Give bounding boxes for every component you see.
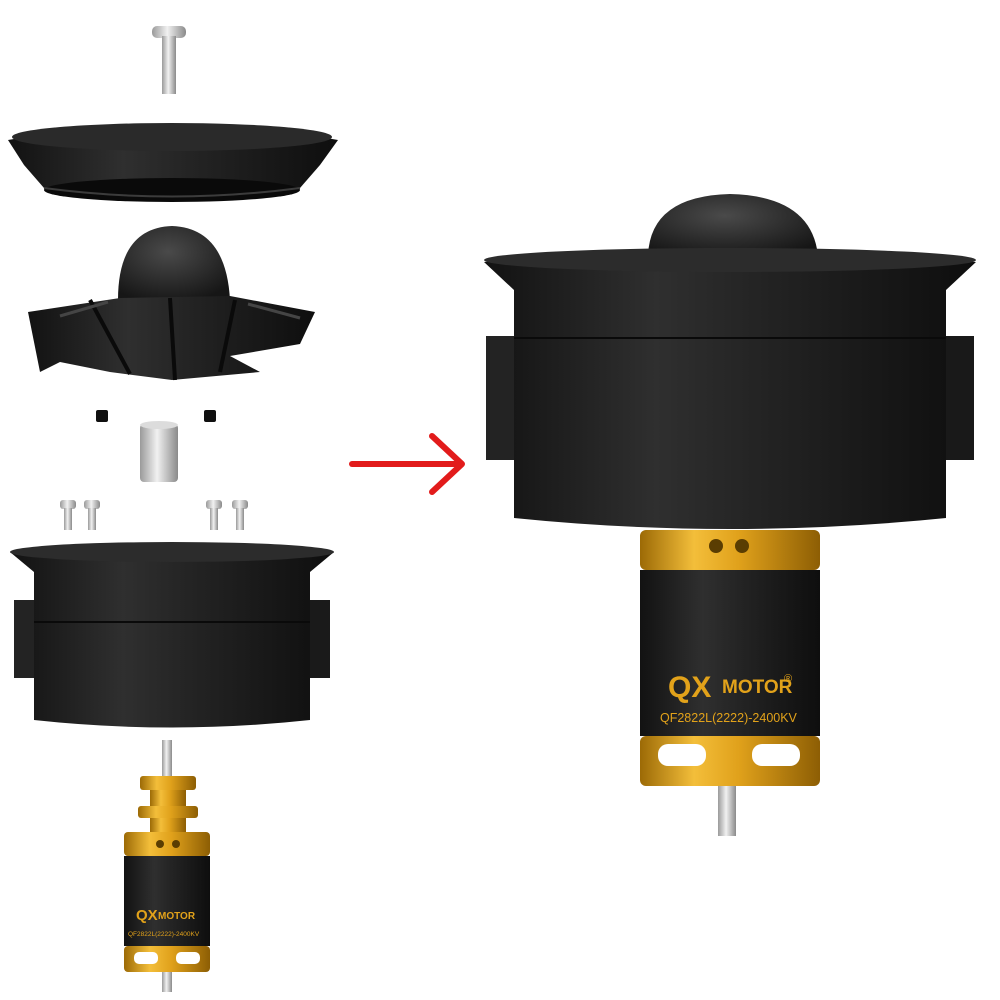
assembled-motor-shaft [718, 786, 736, 836]
assembled-spinner [648, 194, 818, 256]
small-brand-suffix: MOTOR [158, 911, 196, 922]
large-model-label: QF2822L(2222)-2400KV [660, 711, 798, 725]
assembled-housing [484, 251, 976, 529]
fan-housing [10, 542, 334, 728]
right-arrow-icon [349, 433, 465, 495]
brushless-motor-small: QX MOTOR QF2822L(2222)-2400KV [124, 740, 210, 992]
registered-mark: ® [784, 673, 792, 685]
set-screws [96, 410, 216, 422]
assembled-edf-unit: QX MOTOR ® QF2822L(2222)-2400KV [484, 194, 976, 836]
large-brand-mark: QX [668, 671, 711, 704]
mount-screws [60, 500, 248, 530]
large-brand-suffix: MOTOR [722, 677, 793, 698]
assembled-motor-can [640, 570, 820, 736]
assembled-motor-top-cap [640, 530, 820, 570]
small-model-label: QF2822L(2222)-2400KV [128, 931, 200, 938]
small-brand-mark: QX [136, 907, 158, 924]
shaft-adapter [140, 421, 178, 482]
top-screw [152, 26, 186, 94]
rotor-with-spinner [28, 226, 315, 381]
inlet-lip [8, 123, 338, 202]
